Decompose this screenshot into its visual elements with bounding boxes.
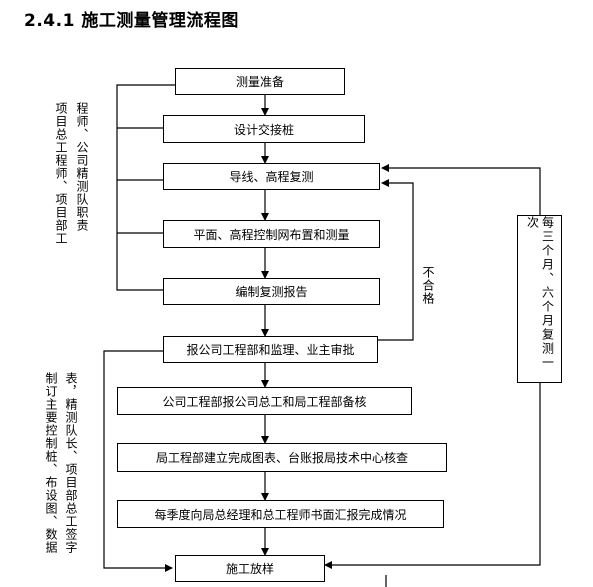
box-survey-prep: 测量准备 [175, 68, 345, 95]
periodic-recheck-text: 每三个月、六个月复测一次 [525, 216, 555, 370]
fail-loop-line [378, 179, 414, 341]
label-top-left-col1: 项目总工程师、项目部工 [54, 102, 68, 245]
box-submit-approval: 报公司工程部和监理、业主审批 [163, 336, 378, 363]
label-bottom-left-col1: 制订主要控制桩、布设图、数据 [44, 372, 58, 554]
box-construction-layout: 施工放样 [175, 555, 325, 582]
box-bureau-check: 局工程部建立完成图表、台账报局技术中心核查 [117, 443, 447, 472]
submit-to-layout-line [103, 350, 173, 572]
box-recheck-report: 编制复测报告 [163, 278, 380, 305]
box-quarterly-report: 每季度向局总经理和总工程师书面汇报完成情况 [117, 500, 444, 528]
label-bottom-left-col2: 表，精测队长、项目部总工签字 [64, 372, 78, 554]
page-title: 2.4.1 施工测量管理流程图 [24, 11, 239, 31]
box-company-record: 公司工程部报公司总工和局工程部备核 [117, 387, 412, 415]
box-traverse-recheck: 导线、高程复测 [163, 163, 380, 190]
bracket-top-left [116, 84, 175, 291]
box-control-network: 平面、高程控制网布置和测量 [163, 220, 380, 248]
label-fail: 不合格 [421, 266, 435, 305]
box-periodic-recheck: 每三个月、六个月复测一次 [517, 215, 562, 383]
box-design-handover: 设计交接桩 [163, 115, 365, 143]
recheck-loop-bottom [324, 383, 541, 569]
label-top-left-col2: 程师、公司精测队职责 [75, 102, 89, 232]
recheck-loop-top [381, 164, 541, 215]
